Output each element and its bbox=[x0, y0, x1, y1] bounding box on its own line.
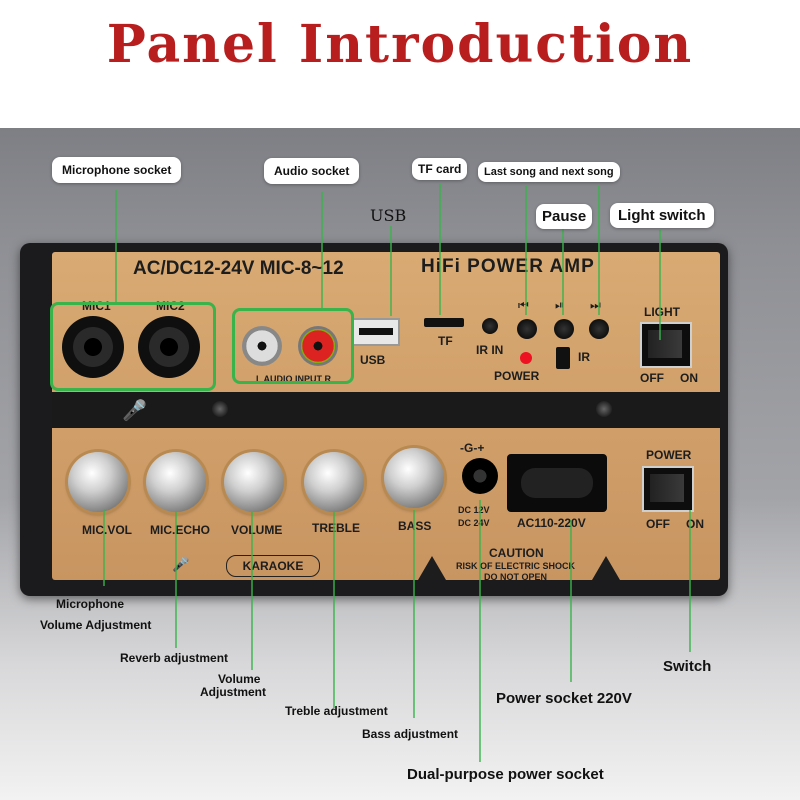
callout-pause: Pause bbox=[536, 204, 593, 229]
callout-audio-socket: Audio socket bbox=[264, 158, 360, 184]
callout-usb: USB bbox=[370, 206, 407, 225]
brand-label: HiFi POWER AMP bbox=[421, 256, 595, 277]
callout-power-220: Power socket 220V bbox=[496, 690, 632, 707]
callout-mic-volume-2: Volume Adjustment bbox=[40, 618, 152, 632]
mic-socket-highlight bbox=[50, 302, 216, 391]
power-on-label: ON bbox=[686, 517, 704, 531]
ac-label: AC110-220V bbox=[517, 516, 586, 530]
callout-bass: Bass adjustment bbox=[362, 727, 459, 741]
model-label: AC/DC12-24V MIC-8~12 bbox=[133, 258, 344, 279]
tf-card-slot[interactable] bbox=[424, 318, 464, 327]
usb-port[interactable] bbox=[352, 318, 400, 346]
next-button[interactable] bbox=[589, 319, 609, 339]
rca-right-jack[interactable] bbox=[298, 326, 338, 366]
karaoke-badge: KARAOKE bbox=[226, 555, 320, 577]
callout-microphone-socket: Microphone socket bbox=[52, 157, 182, 183]
ir-in-label: IR IN bbox=[476, 343, 504, 357]
callout-volume-1: Volume bbox=[218, 672, 261, 686]
light-label: LIGHT bbox=[644, 305, 680, 319]
power-switch[interactable] bbox=[642, 466, 694, 512]
volume-knob[interactable] bbox=[224, 452, 284, 512]
next-track-icon: ⏭ bbox=[590, 298, 601, 312]
power-label: POWER bbox=[646, 448, 692, 462]
audio-input-label: L AUDIO INPUT R bbox=[256, 374, 332, 384]
power-led bbox=[520, 352, 532, 364]
power-off-label: OFF bbox=[646, 517, 670, 531]
callout-volume-2: Adjustment bbox=[200, 685, 266, 699]
knob-label: BASS bbox=[398, 519, 432, 533]
knob-label: TREBLE bbox=[312, 521, 360, 535]
knob-label: VOLUME bbox=[231, 523, 283, 537]
ir-in-jack[interactable] bbox=[482, 318, 498, 334]
screw-icon bbox=[596, 401, 612, 417]
dc-power-jack[interactable] bbox=[462, 458, 498, 494]
bass-knob[interactable] bbox=[384, 448, 444, 508]
mic1-jack[interactable] bbox=[62, 316, 124, 378]
light-off-label: OFF bbox=[640, 371, 664, 385]
dc-12v-label: DC 12V bbox=[458, 505, 490, 515]
warning-icon bbox=[592, 556, 620, 580]
callout-treble: Treble adjustment bbox=[285, 704, 388, 718]
pause-button[interactable] bbox=[554, 319, 574, 339]
rca-left-jack[interactable] bbox=[242, 326, 282, 366]
callout-reverb: Reverb adjustment bbox=[120, 651, 229, 665]
callout-dual-power: Dual-purpose power socket bbox=[407, 766, 604, 783]
microphone-icon: 🎤 bbox=[172, 556, 190, 572]
callout-switch: Switch bbox=[663, 658, 712, 675]
ir-receiver bbox=[556, 347, 570, 369]
callout-last-next: Last song and next song bbox=[478, 162, 620, 182]
warning-icon bbox=[418, 556, 446, 580]
light-on-label: ON bbox=[680, 371, 698, 385]
previous-button[interactable] bbox=[517, 319, 537, 339]
caution-title: CAUTION bbox=[489, 546, 544, 560]
usb-label: USB bbox=[360, 353, 386, 367]
light-switch[interactable] bbox=[640, 322, 692, 368]
knob-label: MIC.VOL bbox=[82, 523, 132, 537]
previous-track-icon: ⏮ bbox=[518, 298, 529, 312]
mic-band bbox=[52, 392, 720, 428]
screw-icon bbox=[212, 401, 228, 417]
caution-line-1: RISK OF ELECTRIC SHOCK bbox=[456, 561, 576, 571]
dc-polarity-symbol: -G-+ bbox=[460, 441, 485, 455]
audio-socket-highlight bbox=[232, 308, 354, 384]
callout-light-switch: Light switch bbox=[610, 203, 714, 228]
mic-vol-knob[interactable] bbox=[68, 452, 128, 512]
mic2-jack[interactable] bbox=[138, 316, 200, 378]
page-title: Panel Introduction bbox=[106, 14, 694, 75]
tf-label: TF bbox=[438, 334, 453, 348]
mic-echo-knob[interactable] bbox=[146, 452, 206, 512]
callout-mic-volume-1: Microphone bbox=[56, 597, 124, 611]
play-pause-icon: ⏯ bbox=[555, 298, 565, 312]
microphone-icon: 🎤 bbox=[122, 400, 147, 422]
dc-24v-label: DC 24V bbox=[458, 518, 490, 528]
callout-tf-card: TF card bbox=[412, 158, 468, 180]
caution-line-2: DO NOT OPEN bbox=[484, 572, 548, 582]
ir-label: IR bbox=[578, 350, 590, 364]
ac-power-socket[interactable] bbox=[507, 454, 607, 512]
power-led-label: POWER bbox=[494, 369, 540, 383]
treble-knob[interactable] bbox=[304, 452, 364, 512]
knob-label: MIC.ECHO bbox=[150, 523, 210, 537]
